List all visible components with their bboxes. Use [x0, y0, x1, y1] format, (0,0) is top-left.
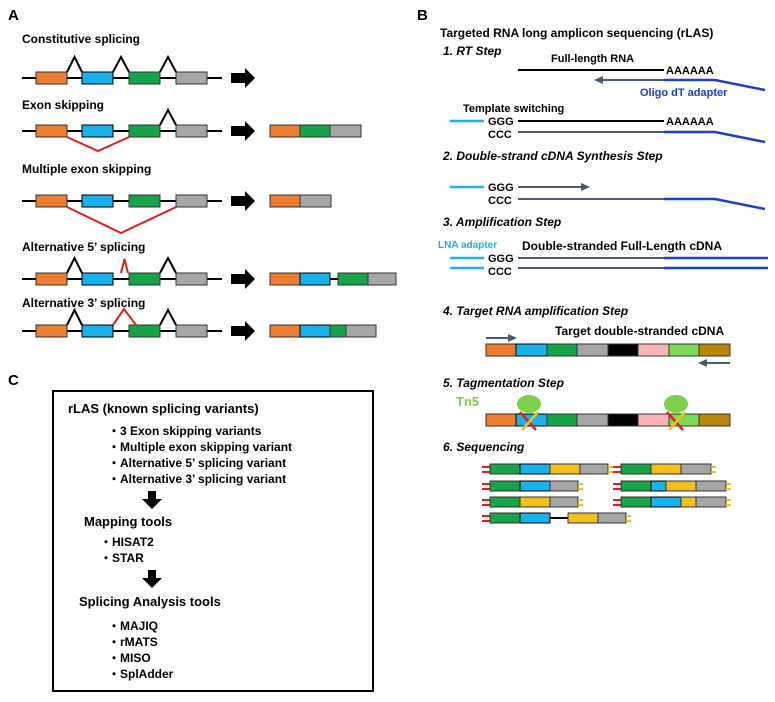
mapping-tool-item: ・STAR: [100, 551, 144, 565]
variant-item: ・Multiple exon skipping variant: [108, 440, 292, 454]
ccc-label-3: CCC: [488, 266, 512, 278]
analysis-tool-item: ・MISO: [108, 651, 151, 665]
exon-skipping-product: [269, 124, 362, 138]
rlas-heading: rLAS (known splicing variants): [68, 401, 259, 416]
variant-item: ・3 Exon skipping variants: [108, 424, 262, 438]
alternative-3-splicing-gene-model: [22, 307, 222, 338]
oligo-dt-adapter-label: Oligo dT adapter: [640, 87, 728, 99]
target-ds-label: Target double-stranded cDNA: [555, 324, 724, 338]
seq-step-title: 6. Sequencing: [443, 440, 525, 454]
multiple-exon-skipping-title: Multiple exon skipping: [22, 162, 151, 176]
tag-step-title: 5. Tagmentation Step: [443, 376, 564, 390]
panel-b-title: Targeted RNA long amplicon sequencing (r…: [440, 26, 713, 40]
alternative-3-splicing-title: Alternative 3’ splicing: [22, 296, 145, 310]
full-length-rna-label: Full-length RNA: [551, 53, 634, 65]
multiple-exon-skipping-product: [269, 194, 332, 208]
rt-step-title: 1. RT Step: [443, 44, 501, 58]
ds-full-length-label: Double-stranded Full-Length cDNA: [522, 239, 722, 253]
ds-step-title: 2. Double-strand cDNA Synthesis Step: [442, 149, 663, 163]
panel-c-box: [52, 390, 374, 692]
ggg-label-2: GGG: [488, 182, 514, 194]
polya-tail: AAAAAA: [666, 65, 714, 77]
alternative-5-splicing-gene-model: [22, 255, 222, 286]
right-arrow-icon: [231, 269, 255, 289]
exon-skipping-title: Exon skipping: [22, 98, 104, 112]
target-amplicon: [485, 343, 731, 357]
analysis-tool-item: ・rMATS: [108, 635, 158, 649]
tn5-transposase-icon: [664, 395, 688, 431]
lna-adapter-label: LNA adapter: [438, 240, 497, 251]
down-arrow-icon: [142, 491, 162, 509]
tn5-label: Tn5: [456, 394, 479, 409]
exon-skipping-gene-model: [22, 107, 222, 153]
ggg-label-3: GGG: [488, 253, 514, 265]
right-arrow-icon: [231, 121, 255, 141]
constitutive-gene-model: [22, 54, 222, 85]
mapping-tool-item: ・HISAT2: [100, 535, 154, 549]
sequencing-reads: [482, 463, 731, 524]
template-switching-label: Template switching: [463, 103, 564, 115]
alternative-3-splicing-product: [269, 324, 377, 338]
variant-item: ・Alternative 5’ splicing variant: [108, 456, 286, 470]
mapping-tools-heading: Mapping tools: [84, 514, 172, 529]
variant-item: ・Alternative 3’ splicing variant: [108, 472, 286, 486]
amp-step-title: 3. Amplification Step: [443, 215, 561, 229]
alternative-5-splicing-product: [269, 272, 397, 286]
panel-b-label: B: [417, 7, 428, 24]
arrow-right-icon: [581, 183, 590, 191]
right-arrow-icon: [231, 191, 255, 211]
ccc-label: CCC: [488, 129, 512, 141]
ggg-label: GGG: [488, 116, 514, 128]
constitutive-splicing-title: Constitutive splicing: [22, 32, 140, 46]
panel-c-label: C: [8, 372, 19, 389]
arrow-left-icon: [594, 76, 603, 84]
arrow-right-icon: [508, 334, 517, 342]
panel-a-label: A: [8, 7, 19, 24]
oligo-dt-adapter-line: [664, 78, 766, 92]
target-step-title: 4. Target RNA amplification Step: [442, 304, 628, 318]
oligo-dt-adapter-line-2: [664, 130, 766, 144]
right-arrow-icon: [231, 321, 255, 341]
oligo-dt-adapter-line-3: [664, 197, 766, 211]
arrow-left-icon: [698, 359, 707, 367]
analysis-tool-item: ・SplAdder: [108, 667, 174, 681]
splicing-analysis-heading: Splicing Analysis tools: [79, 594, 221, 609]
down-arrow-icon: [142, 570, 162, 588]
tn5-transposase-icon: [517, 395, 541, 431]
ccc-label-2: CCC: [488, 195, 512, 207]
analysis-tool-item: ・MAJIQ: [108, 619, 158, 633]
polya-tail-2: AAAAAA: [666, 116, 714, 128]
multiple-exon-skipping-gene-model: [22, 194, 222, 235]
alternative-5-splicing-title: Alternative 5’ splicing: [22, 240, 145, 254]
right-arrow-icon: [231, 68, 255, 88]
